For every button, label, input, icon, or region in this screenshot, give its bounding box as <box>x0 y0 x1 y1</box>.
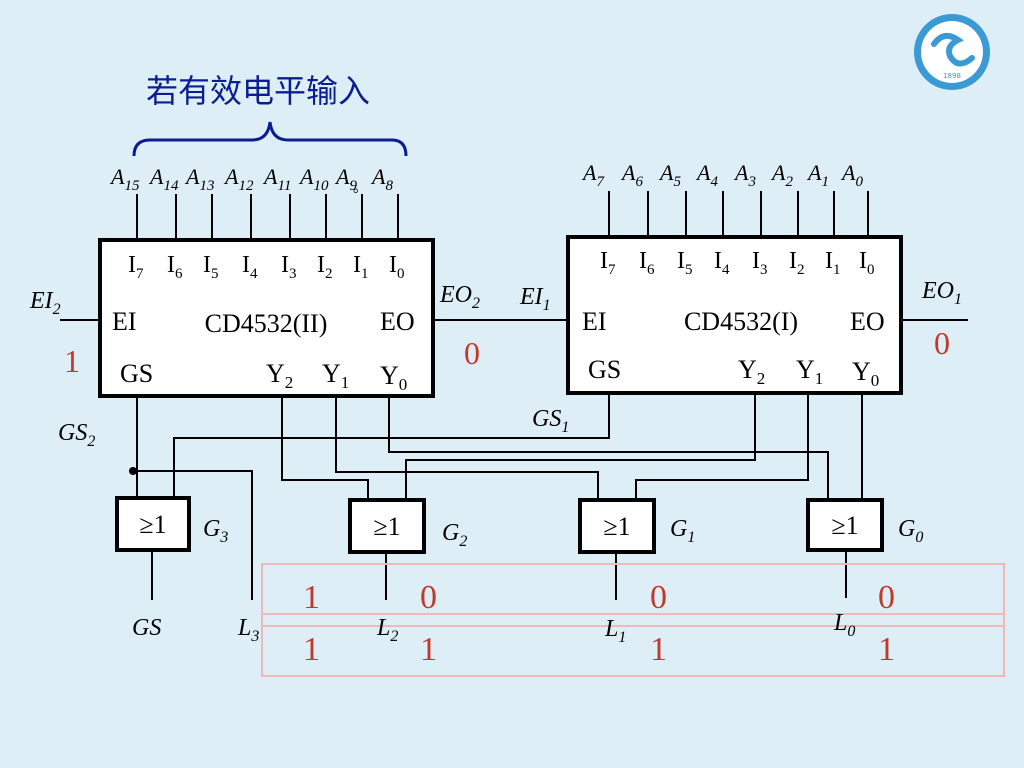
eo2-value: 0 <box>464 335 480 371</box>
or-gate-g1: ≥1 G1 <box>578 498 695 554</box>
gate-g1-label: G1 <box>670 516 695 546</box>
gate-g3-label: G3 <box>203 516 228 546</box>
output-l0-label: L0 <box>833 610 855 640</box>
chip-ii-ei-pin: EI <box>112 307 137 336</box>
chip-i-y1: Y1 <box>796 355 823 388</box>
gate-g1-symbol: ≥1 <box>603 512 630 541</box>
output-gs-label: GS <box>132 615 161 641</box>
interconnect-wires <box>129 393 863 600</box>
gate-g2-symbol: ≥1 <box>373 512 400 541</box>
result-row-1-box <box>261 563 1005 627</box>
chip1-pin-4: I3 <box>752 248 768 278</box>
chip1-pin-5: I2 <box>789 248 805 278</box>
chip1-input-label-1: A6 <box>620 160 643 190</box>
input-brace <box>132 121 408 157</box>
result-row2-l0: 1 <box>878 631 895 668</box>
gate-g3-symbol: ≥1 <box>139 510 166 539</box>
chip1-pin-0: I7 <box>600 248 616 278</box>
chip2-input-label-2: A13 <box>184 164 214 194</box>
chip1-pin-7: I0 <box>859 248 875 278</box>
chip2-input-label-1: A14 <box>148 164 179 194</box>
chip1-pin-2: I5 <box>677 248 693 278</box>
chip-ii-mark: 。 <box>353 181 367 196</box>
chip1-input-label-7: A0 <box>840 160 863 190</box>
result-row2-l2: 1 <box>420 631 437 668</box>
gs2-label: GS2 <box>58 420 95 450</box>
chip-ii-name: CD4532(II) <box>205 309 328 338</box>
chip2-input-label-7: A8 <box>370 164 393 194</box>
chip1-pin-3: I4 <box>714 248 730 278</box>
ei2-value: 1 <box>64 343 80 379</box>
chip2-pin-0: I7 <box>128 252 144 282</box>
chip-i-eo-pin: EO <box>850 307 885 336</box>
eo2-label: EO2 <box>439 282 480 312</box>
chip-i-ei-pin: EI <box>582 307 607 336</box>
chip1-input-label-6: A1 <box>806 160 829 190</box>
chip1-input-label-5: A2 <box>770 160 793 190</box>
logo-year: 1898 <box>943 72 961 80</box>
output-l3-label: L3 <box>237 615 259 645</box>
chip2-pin-3: I4 <box>242 252 258 282</box>
chip2-input-label-3: A12 <box>223 164 254 194</box>
result-row1-l1: 0 <box>650 579 667 616</box>
chip-ii-body <box>98 238 435 398</box>
output-l1-label: L1 <box>604 616 626 646</box>
chip1-pin-6: I1 <box>825 248 841 278</box>
chip2-pin-4: I3 <box>281 252 297 282</box>
chip-ii-y0: Y0 <box>380 361 407 394</box>
chip-i-y2: Y2 <box>738 355 765 388</box>
gate-g0-symbol: ≥1 <box>831 511 858 540</box>
result-row-2-box <box>261 613 1005 677</box>
chip2-pin-2: I5 <box>203 252 219 282</box>
chip2-pin-1: I6 <box>167 252 183 282</box>
chip-i-name: CD4532(I) <box>684 307 798 336</box>
result-row1-l2: 0 <box>420 579 437 616</box>
junction-dot <box>129 467 137 475</box>
gs1-label: GS1 <box>532 406 569 436</box>
result-row1-l0: 0 <box>878 579 895 616</box>
result-row2-l3: 1 <box>303 631 320 668</box>
chip1-input-label-0: A7 <box>581 160 605 190</box>
or-gate-g2: ≥1 G2 <box>348 498 467 554</box>
result-row2-l1: 1 <box>650 631 667 668</box>
result-row1-l3: 1 <box>303 579 320 616</box>
chip2-input-label-4: A11 <box>262 164 291 194</box>
chip2-pin-6: I1 <box>353 252 369 282</box>
or-gate-g3: ≥1 G3 <box>115 496 228 552</box>
output-l2-label: L2 <box>376 615 398 645</box>
eo1-label: EO1 <box>921 278 962 308</box>
chip1-input-label-2: A5 <box>658 160 681 190</box>
chip-ii-y2: Y2 <box>266 359 293 392</box>
diagram-title: 若有效电平输入 <box>146 72 370 110</box>
chip-i-body <box>566 235 903 395</box>
eo1-value: 0 <box>934 325 950 361</box>
chip1-pin-1: I6 <box>639 248 655 278</box>
chip-i-y0: Y0 <box>852 357 879 390</box>
chip2-pin-7: I0 <box>389 252 405 282</box>
chip-ii-gs-pin: GS <box>120 359 153 388</box>
chip-ii-eo-pin: EO <box>380 307 415 336</box>
chip2-input-label-0: A15 <box>109 164 140 194</box>
ei1-label: EI1 <box>519 284 551 314</box>
university-logo: 1898 <box>914 14 990 90</box>
chip-ii-y1: Y1 <box>322 359 349 392</box>
chip1-input-label-4: A3 <box>733 160 756 190</box>
gate-g0-label: G0 <box>898 516 923 546</box>
chip-i-gs-pin: GS <box>588 355 621 384</box>
or-gate-g0: ≥1 G0 <box>806 498 923 552</box>
chip2-pin-5: I2 <box>317 252 333 282</box>
gate-g2-label: G2 <box>442 520 467 550</box>
chip2-input-label-5: A10 <box>298 164 329 194</box>
ei2-label: EI2 <box>29 288 61 318</box>
chip1-input-label-3: A4 <box>695 160 718 190</box>
chip2-input-label-6: A9 <box>334 164 357 194</box>
